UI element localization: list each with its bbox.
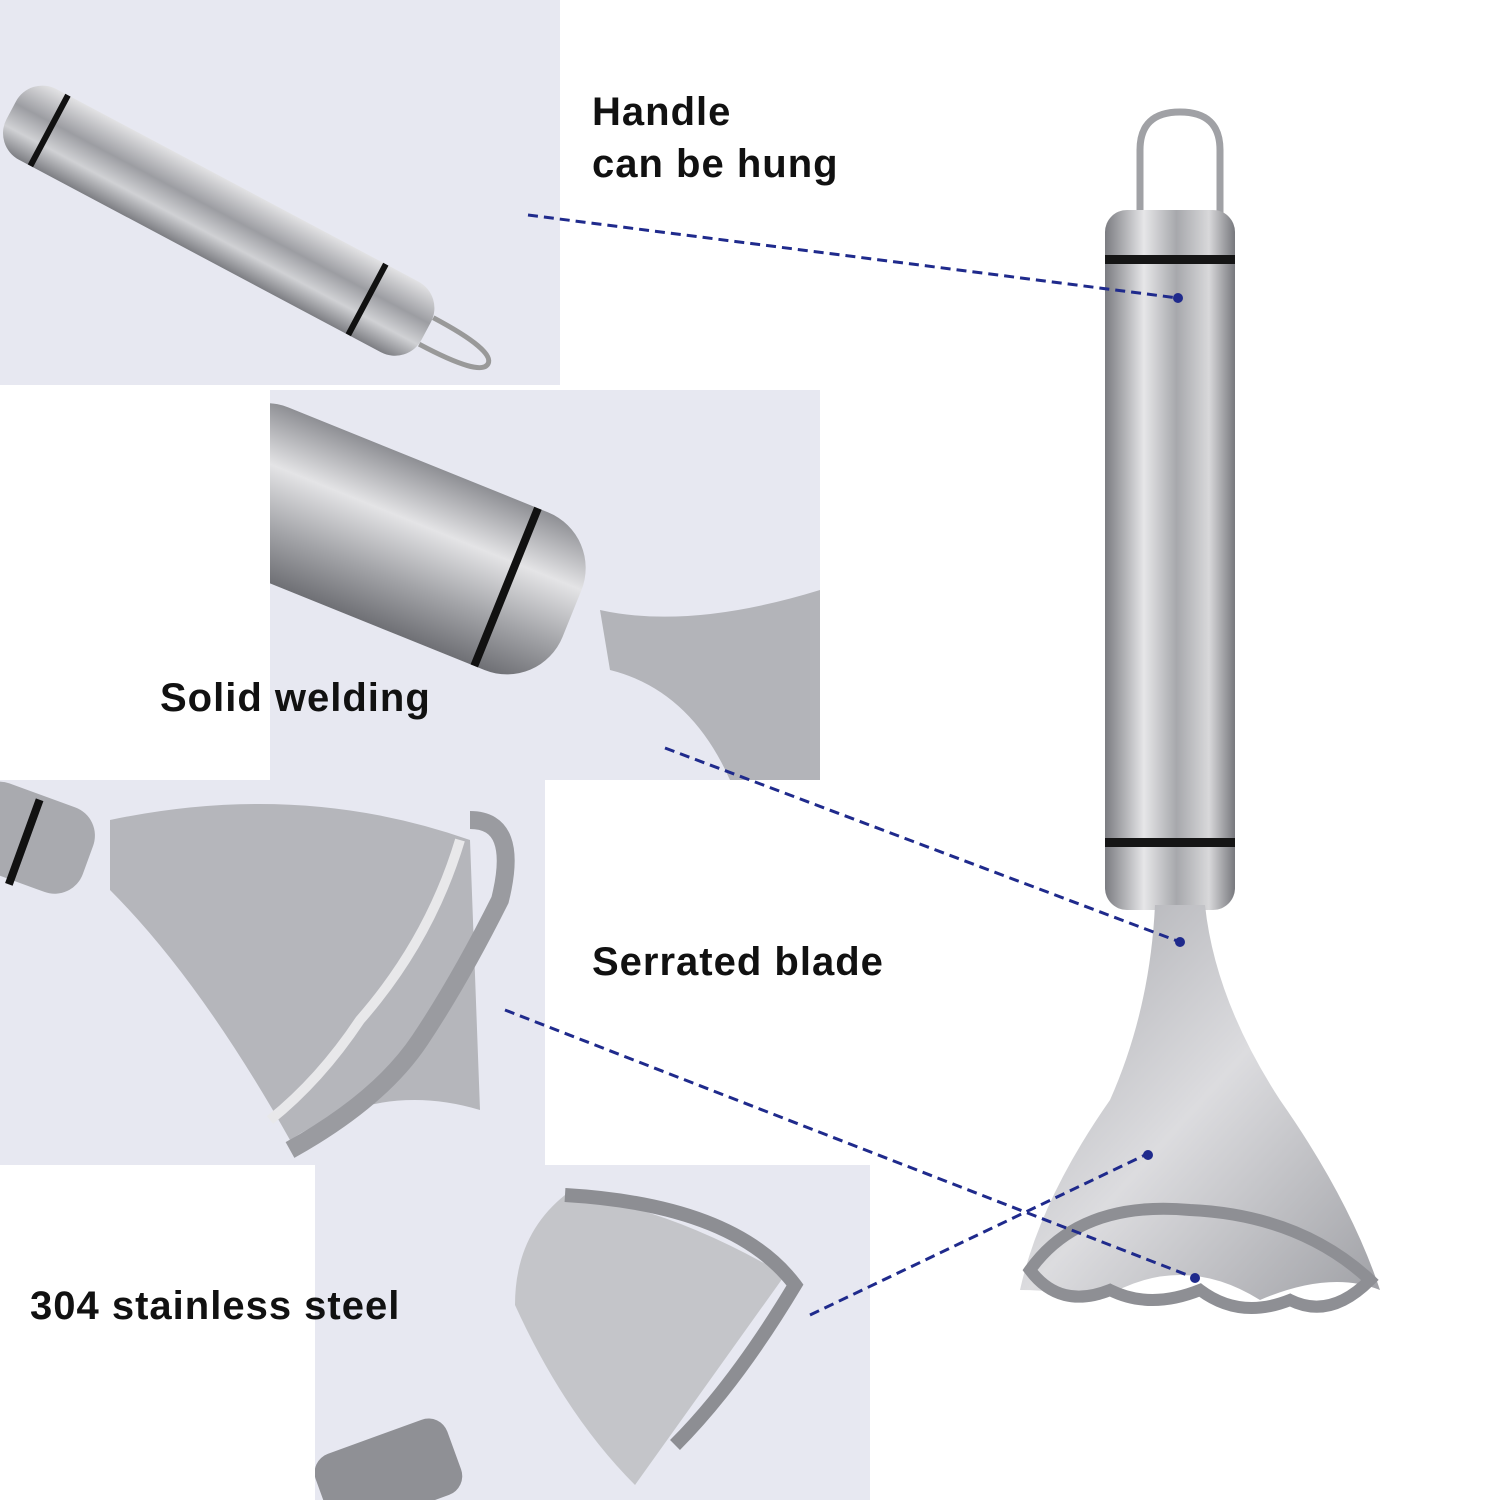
- leader-lines: [504, 213, 1196, 1317]
- callout-blade: Serrated blade: [592, 940, 884, 984]
- callout-welding: Solid welding: [160, 676, 431, 720]
- callout-dots: [1143, 293, 1200, 1283]
- detail-photo-welding: [270, 390, 820, 780]
- detail-photo-handle-hook: [0, 0, 560, 385]
- callout-handle-line2: can be hung: [592, 142, 839, 186]
- callout-handle-line1: Handle: [592, 90, 732, 134]
- callout-steel: 304 stainless steel: [30, 1284, 401, 1328]
- detail-photo-steel: [315, 1165, 870, 1500]
- callout-handle: Handle can be hung: [592, 86, 839, 190]
- detail-photo-blade: [0, 780, 545, 1165]
